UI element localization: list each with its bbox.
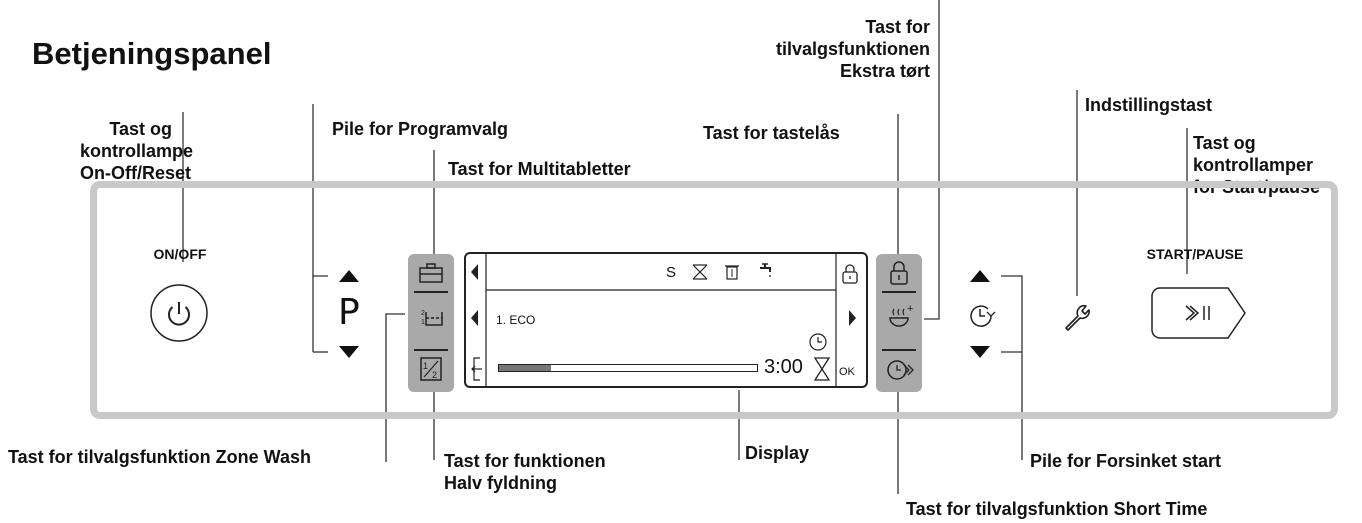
onoff-button[interactable] bbox=[149, 283, 209, 343]
start-pause-icon bbox=[1151, 287, 1246, 339]
multitab-button[interactable] bbox=[412, 256, 450, 294]
multitab-label: Tast for Multitabletter bbox=[448, 159, 631, 179]
short-time-button[interactable] bbox=[880, 352, 918, 390]
prog-arrows-label: Pile for Programvalg bbox=[332, 119, 509, 139]
wrench-icon bbox=[1065, 304, 1090, 331]
remaining-time: 3:00 bbox=[764, 356, 803, 378]
svg-text:1: 1 bbox=[423, 361, 428, 371]
display-label: Display bbox=[745, 443, 810, 463]
ok-label: OK bbox=[839, 366, 855, 378]
progress-fill bbox=[499, 365, 551, 371]
right-column-dividers bbox=[882, 291, 916, 351]
exit-icon bbox=[471, 357, 482, 381]
delay-up-arrow[interactable] bbox=[968, 268, 992, 284]
display-graphics bbox=[471, 254, 856, 386]
svg-text:1: 1 bbox=[421, 319, 425, 326]
display-lock-icon bbox=[842, 264, 858, 284]
briefcase-icon bbox=[419, 263, 443, 283]
power-icon bbox=[150, 284, 208, 342]
page-title: Betjeningspanel bbox=[32, 36, 272, 71]
zone-wash-icon: 2 1 bbox=[421, 310, 443, 326]
salt-indicator: S bbox=[666, 264, 677, 281]
short-time-icon bbox=[887, 360, 914, 380]
extra-dry-label: Tast for tilvalgsfunktionen Ekstra tørt bbox=[775, 17, 930, 81]
clock-icon bbox=[809, 333, 827, 351]
control-panel bbox=[90, 181, 1338, 419]
svg-text:2: 2 bbox=[432, 370, 437, 380]
progress-bar bbox=[498, 364, 758, 372]
delay-clock bbox=[966, 300, 996, 330]
left-column-dividers bbox=[414, 291, 448, 351]
half-load-label: Tast for funktionen Halv fyldning bbox=[444, 451, 606, 493]
program-letter: P bbox=[338, 292, 360, 333]
short-time-label: Tast for tilvalgsfunktion Short Time bbox=[906, 499, 1208, 519]
display-screen bbox=[464, 252, 868, 388]
bin-icon bbox=[725, 265, 739, 280]
half-load-icon: 1 2 bbox=[420, 357, 442, 381]
half-load-button[interactable]: 1 2 bbox=[412, 352, 450, 390]
zone-wash-label: Tast for tilvalgsfunktion Zone Wash bbox=[8, 447, 312, 467]
delay-arrows-label: Pile for Forsinket start bbox=[1030, 451, 1222, 471]
settings-button[interactable] bbox=[1058, 298, 1094, 334]
program-up-arrow[interactable] bbox=[337, 268, 361, 284]
extra-dry-button[interactable]: + bbox=[880, 300, 918, 338]
startpause-text: START/PAUSE bbox=[1146, 246, 1244, 262]
zone-wash-button[interactable]: 2 1 bbox=[412, 300, 450, 338]
svg-text:2: 2 bbox=[421, 310, 425, 317]
program-down-arrow[interactable] bbox=[337, 344, 361, 360]
onoff-text: ON/OFF bbox=[153, 246, 207, 262]
extra-dry-icon: + bbox=[889, 303, 913, 327]
program-name: 1. ECO bbox=[496, 313, 536, 327]
startpause-button[interactable] bbox=[1150, 286, 1248, 340]
delay-clock-icon bbox=[970, 305, 996, 327]
keylock-label: Tast for tastelås bbox=[703, 123, 840, 143]
faucet-icon bbox=[760, 263, 771, 277]
onoff-callout-label: Tast og kontrollampe On-Off/Reset bbox=[80, 119, 194, 183]
lock-icon bbox=[890, 261, 908, 285]
salt-off-icon bbox=[692, 264, 708, 280]
keylock-button[interactable] bbox=[880, 256, 918, 294]
delay-down-arrow[interactable] bbox=[968, 344, 992, 360]
hourglass-icon bbox=[813, 357, 831, 381]
settings-label: Indstillingstast bbox=[1085, 95, 1213, 115]
svg-text:+: + bbox=[907, 303, 913, 315]
